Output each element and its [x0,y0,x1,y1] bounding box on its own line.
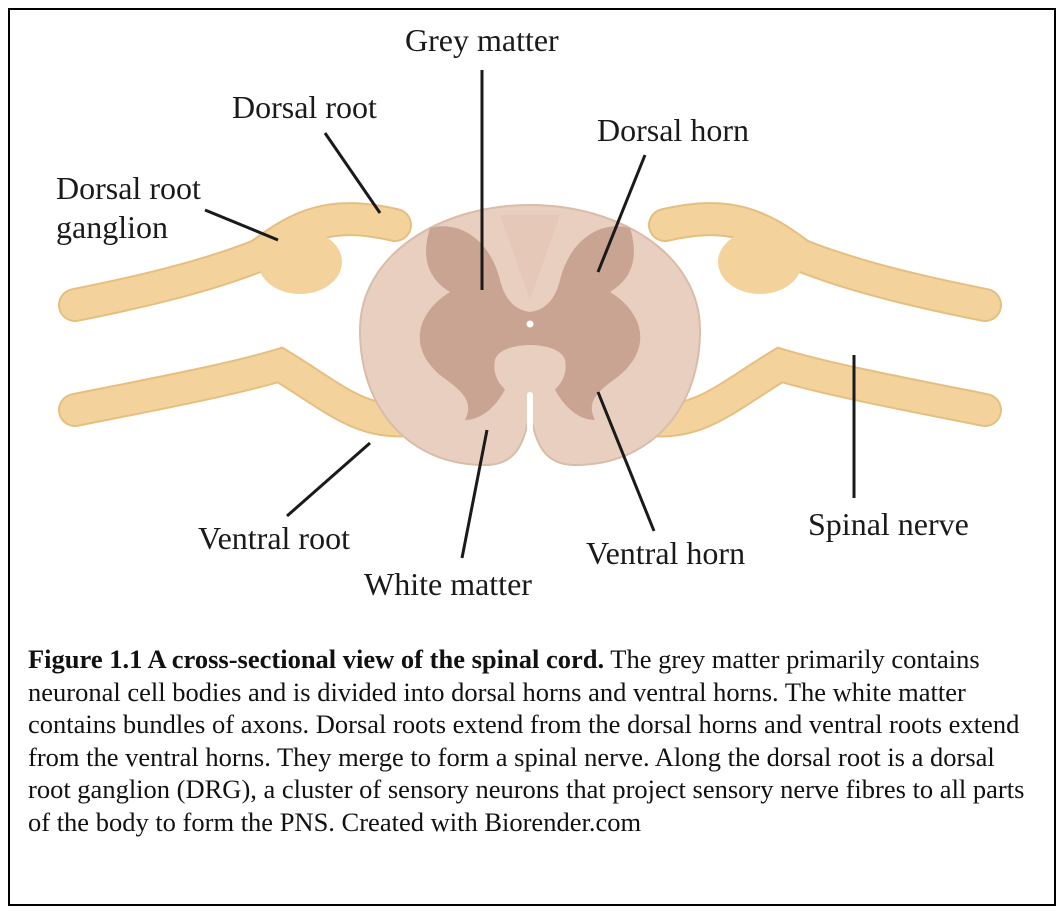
label-ventral-horn: Ventral horn [586,535,745,572]
label-white-matter: White matter [364,566,532,603]
central-canal [527,321,534,328]
label-ventral-root: Ventral root [198,520,350,557]
label-grey-matter: Grey matter [405,22,559,59]
left-dorsal-root-ganglion [258,230,342,294]
label-drg-line1: Dorsal root [56,170,201,207]
label-dorsal-root: Dorsal root [232,89,377,126]
label-spinal-nerve: Spinal nerve [808,506,969,543]
leader-drg [205,210,278,240]
figure-caption: Figure 1.1 A cross-sectional view of the… [28,643,1028,838]
right-dorsal-root-ganglion [718,230,802,294]
label-drg-line2: ganglion [56,209,168,246]
spinal-cord-diagram [0,0,1060,640]
leader-ventral-root [287,443,370,516]
caption-title: Figure 1.1 A cross-sectional view of the… [28,644,604,674]
label-dorsal-horn: Dorsal horn [597,112,749,149]
leader-dorsal-root [325,133,380,213]
